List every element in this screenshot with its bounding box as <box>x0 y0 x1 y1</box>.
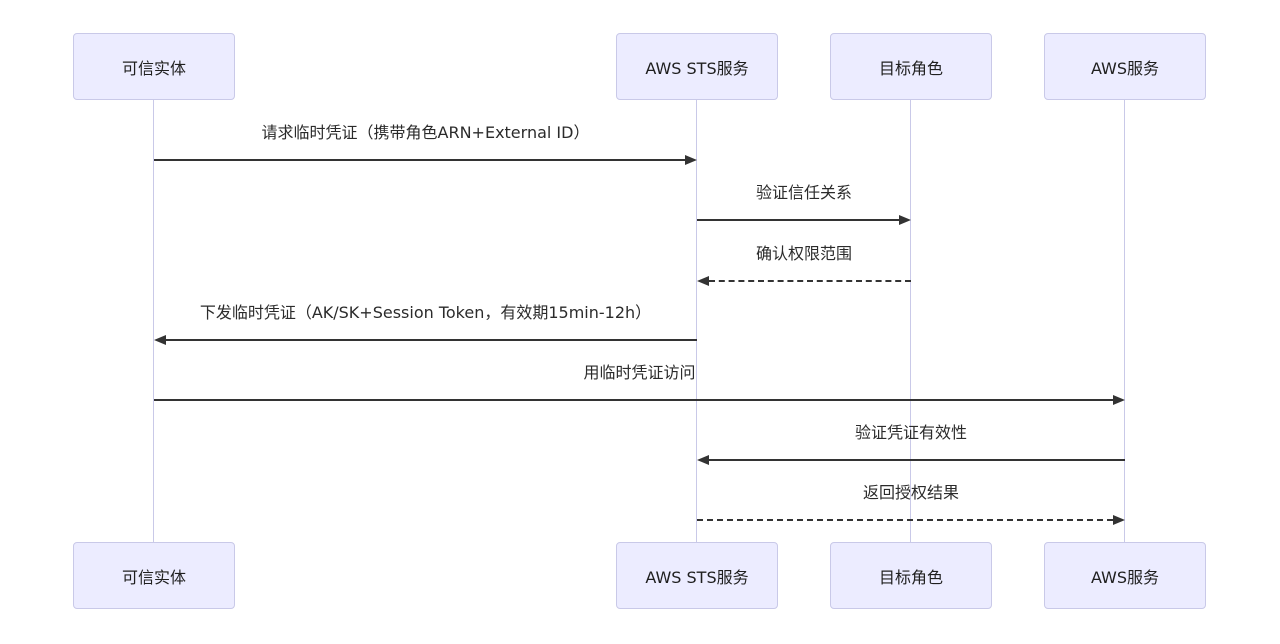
message-3-arrowhead-icon <box>154 335 166 345</box>
message-0-line <box>154 159 685 161</box>
actor-aws-sts-label: AWS STS服务 <box>645 58 749 78</box>
actor-target-role-label: 目标角色 <box>878 567 943 587</box>
message-4-line <box>154 399 1113 401</box>
actor-target-role-top-box: 目标角色 <box>830 33 992 100</box>
message-4-arrowhead-icon <box>1113 395 1125 405</box>
message-5-line <box>709 459 1125 461</box>
actor-trusted-entity-top-box: 可信实体 <box>73 33 235 100</box>
lifeline-trusted-entity <box>153 100 154 542</box>
actor-trusted-entity-label: 可信实体 <box>121 58 186 78</box>
actor-aws-service-label: AWS服务 <box>1090 567 1160 587</box>
actor-trusted-entity-bottom-box: 可信实体 <box>73 542 235 609</box>
actor-aws-sts-top-box: AWS STS服务 <box>616 33 778 100</box>
message-2-line <box>709 280 911 282</box>
message-3-label: 下发临时凭证（AK/SK+Session Token，有效期15min-12h） <box>199 303 652 322</box>
message-6-line <box>697 519 1113 521</box>
actor-aws-service-bottom-box: AWS服务 <box>1044 542 1206 609</box>
actor-target-role-label: 目标角色 <box>878 58 943 78</box>
message-2-arrowhead-icon <box>697 276 709 286</box>
message-6-label: 返回授权结果 <box>862 483 959 502</box>
lifeline-aws-service <box>1124 100 1125 542</box>
message-1-line <box>697 219 899 221</box>
message-1-arrowhead-icon <box>899 215 911 225</box>
message-0-label: 请求临时凭证（携带角色ARN+External ID） <box>261 123 590 142</box>
message-2-label: 确认权限范围 <box>755 244 852 263</box>
lifeline-aws-sts <box>696 100 697 542</box>
message-4-label: 用临时凭证访问 <box>583 363 696 382</box>
actor-aws-service-label: AWS服务 <box>1090 58 1160 78</box>
message-5-label: 验证凭证有效性 <box>854 423 967 442</box>
message-5-arrowhead-icon <box>697 455 709 465</box>
actor-aws-sts-bottom-box: AWS STS服务 <box>616 542 778 609</box>
actor-aws-sts-label: AWS STS服务 <box>645 567 749 587</box>
lifeline-target-role <box>910 100 911 542</box>
actor-target-role-bottom-box: 目标角色 <box>830 542 992 609</box>
actor-aws-service-top-box: AWS服务 <box>1044 33 1206 100</box>
message-6-arrowhead-icon <box>1113 515 1125 525</box>
message-1-label: 验证信任关系 <box>755 183 852 202</box>
message-3-line <box>166 339 697 341</box>
actor-trusted-entity-label: 可信实体 <box>121 567 186 587</box>
message-0-arrowhead-icon <box>685 155 697 165</box>
